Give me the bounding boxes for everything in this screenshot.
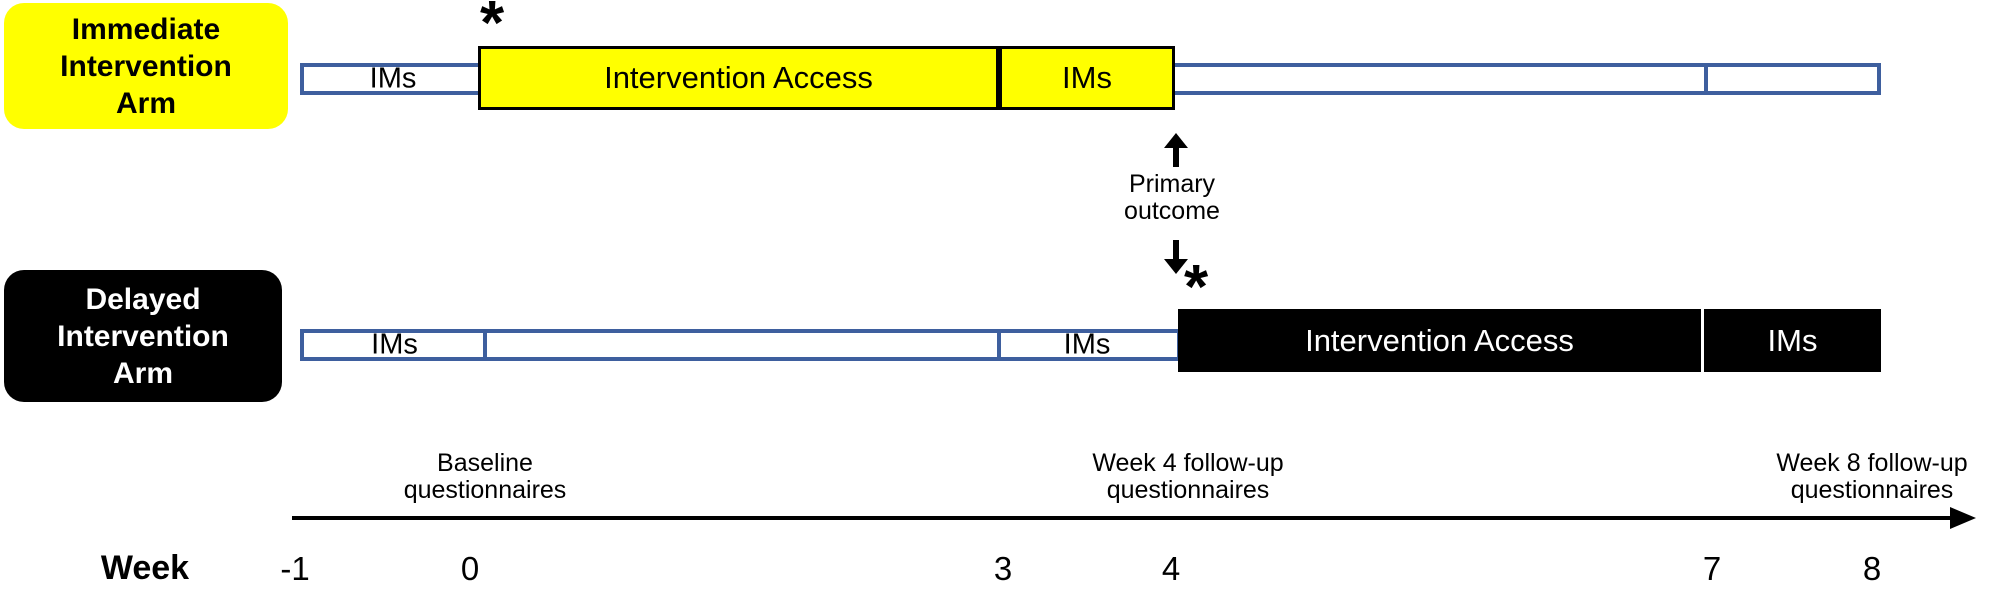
delayed-ims-week8-label: IMs — [1767, 322, 1818, 358]
immediate-arm-label: Immediate Intervention Arm — [4, 3, 288, 129]
delayed-ims-week4-label: IMs — [1063, 328, 1111, 361]
delayed-intervention-access-box: Intervention Access — [1178, 309, 1704, 372]
bar-divider — [997, 333, 1001, 357]
delayed-ims-baseline-label: IMs — [371, 328, 418, 361]
week-tick-7: 7 — [1702, 550, 1722, 587]
baseline-questionnaires-annotation: Baseline questionnaires — [403, 449, 567, 504]
week4-followup-annotation: Week 4 follow-up questionnaires — [1092, 449, 1284, 504]
week8-followup-annotation: Week 8 follow-up questionnaires — [1776, 449, 1968, 504]
primary-outcome-up-arrow-icon — [1164, 133, 1188, 148]
timeline-axis — [292, 516, 1954, 520]
primary-outcome-down-arrow-icon — [1164, 259, 1188, 274]
week-tick--1: -1 — [280, 550, 310, 587]
bar-divider — [483, 333, 487, 357]
delayed-intervention-access-label: Intervention Access — [1305, 322, 1574, 358]
primary-outcome-down-arrow-shaft — [1173, 240, 1179, 260]
immediate-intervention-access-label: Intervention Access — [604, 60, 873, 95]
week-tick-4: 4 — [1161, 550, 1181, 587]
immediate-start-asterisk: * — [480, 0, 505, 58]
timeline-axis-arrowhead-icon — [1950, 507, 1976, 529]
immediate-intervention-access-box: Intervention Access — [478, 46, 999, 110]
bar-divider — [1704, 67, 1708, 91]
delayed-arm-label: Delayed Intervention Arm — [4, 270, 282, 402]
delayed-start-asterisk: * — [1184, 253, 1209, 322]
primary-outcome-label: Primary outcome — [1124, 170, 1220, 225]
immediate-ims-week4-label: IMs — [1062, 60, 1112, 95]
immediate-ims-week4-box: IMs — [999, 46, 1175, 110]
immediate-ims-baseline-label: IMs — [369, 62, 417, 95]
week-axis-title: Week — [100, 549, 190, 587]
week-tick-8: 8 — [1862, 550, 1882, 587]
week-tick-3: 3 — [993, 550, 1013, 587]
delayed-ims-week8-box: IMs — [1704, 309, 1881, 372]
week-tick-0: 0 — [460, 550, 480, 587]
primary-outcome-up-arrow-shaft — [1173, 147, 1179, 167]
delayed-arm-timeline-bar: IMs IMs — [300, 329, 1181, 361]
